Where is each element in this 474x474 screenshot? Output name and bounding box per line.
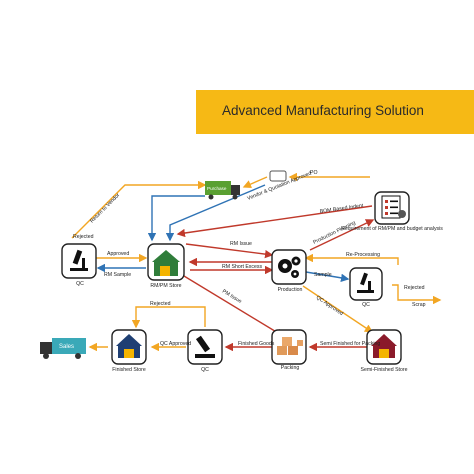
arrow-production-planning [309,219,375,251]
warehouse-icon [152,250,180,276]
edge-bom-indent: BOM Based Indent [319,203,364,215]
edge-production-planning: Production Planning [312,220,356,246]
label-qc-bottom: QC [201,367,209,373]
edge-rm-short-excess: RM Short Excess [222,264,262,270]
edge-qc-approved: QC Approved [315,295,344,317]
microscope-icon-bottom [195,335,215,358]
arrow-pm-issue [183,275,285,337]
microscope-icon-right [357,272,374,293]
gears-icon [278,256,301,278]
edge-rm-issue: RM Issue [230,241,252,247]
edge-re-processing: Re-Processing [346,252,380,258]
arrow-rejected-bottom [131,306,206,329]
checklist-icon [381,195,406,219]
label-packing: Packing [281,365,300,371]
arrow-bom-indent [176,205,373,238]
microscope-icon [70,249,88,271]
diagram-title: Advanced Manufacturing Solution [222,103,424,118]
arrow-sample [305,271,350,282]
label-rm-store: RM/PM Store [150,283,181,289]
label-requirement: Requirement of RM/PM and budget analysis [341,226,443,232]
edge-approved-left: Approved [107,251,129,257]
label-production: Production [278,287,303,293]
edge-semi-finished-packing: Semi Finished for Packing [320,341,380,347]
boxes-icon [277,337,303,355]
sales-truck-label: Sales [59,344,74,350]
house-icon-semi [371,334,397,358]
arrow-vendor-quotation [242,176,268,189]
label-finished-store: Finished Store [112,367,146,373]
edge-vendor-quotation: Vendor & Quotation Approved [247,171,313,202]
node-qc-left [61,243,97,279]
purchase-truck-label: Purchase [207,186,227,191]
edge-rejected-bottom: Rejected [150,301,171,307]
label-semi-finished: Semi-Finished Store [361,367,408,373]
edge-po: PO [310,170,318,176]
arrow-rejected-right [392,284,442,305]
title-banner: Advanced Manufacturing Solution [196,90,474,134]
sales-truck-icon: Sales [40,338,86,359]
edge-rm-sample: RM Sample [104,272,131,278]
edge-scrap: Scrap [412,302,426,308]
edge-rejected-right: Rejected [404,285,425,291]
edge-rejected-left: Rejected [73,234,94,240]
node-qc-right [349,267,383,301]
edge-qc-approved-bottom: QC Approved [160,341,191,347]
label-qc-left: QC [76,281,84,287]
edge-finished-goods: Finished Goods [238,341,275,347]
label-requirement-text: Requirement of RM/PM and budget analysis [341,226,443,232]
label-qc-right: QC [362,302,370,308]
house-icon-finished [116,334,142,358]
arrow-rm-issue [185,243,274,259]
arrow-truck-to-store [147,195,205,242]
arrow-qc-approved [302,285,374,333]
phone-icon [269,170,287,182]
edge-sample: Sample [314,272,332,278]
arrow-re-processing [304,253,399,265]
edge-return-to-vendor: Return to Vendor [89,192,121,224]
arrow-return-to-vendor [71,180,207,239]
edge-pm-issue: PM Issue [221,289,243,305]
purchase-truck-icon: Purchase [205,181,240,200]
